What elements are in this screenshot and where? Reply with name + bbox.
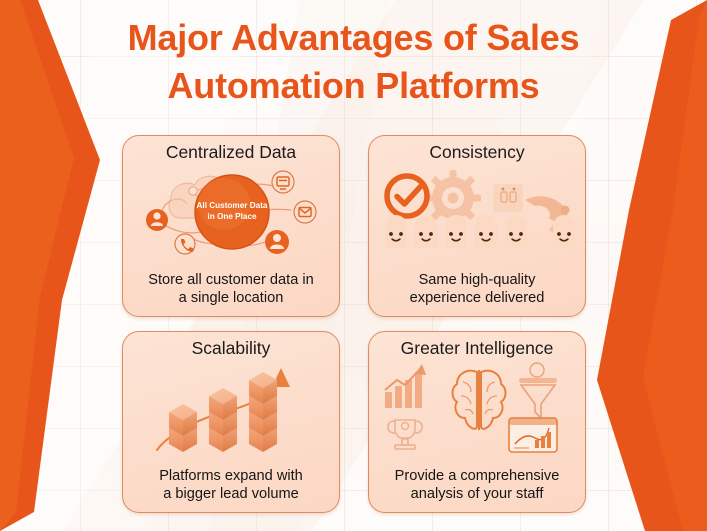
- card-title: Centralized Data: [165, 142, 297, 162]
- check-circle-icon: [384, 173, 430, 219]
- bar-chart-icon: [384, 364, 426, 408]
- cube-stack-icon: [209, 388, 237, 452]
- gear-icon: [425, 170, 481, 226]
- smiley-face-row: [385, 215, 575, 248]
- card-description: Platforms expand with a bigger lead volu…: [127, 467, 335, 504]
- cube-stack-icon: [249, 372, 277, 452]
- smiley-face: [415, 215, 437, 248]
- card-scalability[interactable]: Scalability: [122, 331, 340, 513]
- card-description-line-2: experience delivered: [409, 290, 545, 307]
- smiley-face: [445, 215, 467, 248]
- hub-label-line-1: All Customer Data: [197, 201, 268, 210]
- phone-icon: [174, 233, 196, 255]
- consistency-illustration: [369, 164, 585, 256]
- page-title: Major Advantages of Sales Automation Pla…: [0, 14, 707, 110]
- person-icon: [146, 209, 168, 231]
- page-title-line-2: Automation Platforms: [167, 65, 540, 107]
- card-centralized-data[interactable]: Centralized Data: [122, 135, 340, 317]
- card-description: Same high-quality experience delivered: [373, 271, 581, 308]
- dashboard-window-icon: [508, 417, 558, 453]
- card-description: Store all customer data in a single loca…: [127, 271, 335, 308]
- card-description-line-1: Same high-quality: [418, 271, 536, 288]
- advantages-card-grid: Centralized Data: [122, 135, 586, 513]
- intelligence-illustration: [369, 360, 585, 453]
- brain-icon: [451, 369, 507, 430]
- smiley-face: [385, 215, 407, 248]
- card-description-line-2: a single location: [178, 290, 284, 307]
- smiley-face: [475, 215, 497, 248]
- card-greater-intelligence[interactable]: Greater Intelligence: [368, 331, 586, 513]
- card-description-line-1: Platforms expand with: [159, 467, 303, 484]
- person-icon: [265, 230, 289, 254]
- page-title-line-1: Major Advantages of Sales: [127, 17, 580, 58]
- card-description: Provide a comprehensive analysis of your…: [373, 467, 581, 504]
- card-description-line-2: a bigger lead volume: [163, 486, 299, 503]
- trophy-icon: [387, 419, 423, 450]
- card-description-line-1: Store all customer data in: [148, 271, 314, 288]
- hub-label-line-2: in One Place: [207, 212, 257, 221]
- smiley-face: [505, 215, 527, 248]
- card-title: Scalability: [191, 338, 271, 358]
- smiley-box-icon: [493, 184, 523, 212]
- mail-icon: [293, 200, 317, 224]
- card-title: Greater Intelligence: [400, 338, 554, 358]
- accent-shape-right: [597, 0, 707, 531]
- card-description-line-1: Provide a comprehensive: [394, 467, 560, 484]
- card-consistency[interactable]: Consistency: [368, 135, 586, 317]
- funnel-icon: [519, 362, 557, 420]
- smiley-face: [553, 215, 575, 248]
- card-description-line-2: analysis of your staff: [410, 486, 544, 503]
- card-title: Consistency: [429, 142, 525, 162]
- hub-circle: [195, 175, 269, 249]
- cube-stack-icon: [169, 404, 197, 452]
- centralized-data-illustration: All Customer Data in One Place: [123, 164, 339, 256]
- monitor-icon: [271, 170, 295, 194]
- accent-shape-left: [0, 0, 100, 531]
- scalability-illustration: [123, 360, 339, 452]
